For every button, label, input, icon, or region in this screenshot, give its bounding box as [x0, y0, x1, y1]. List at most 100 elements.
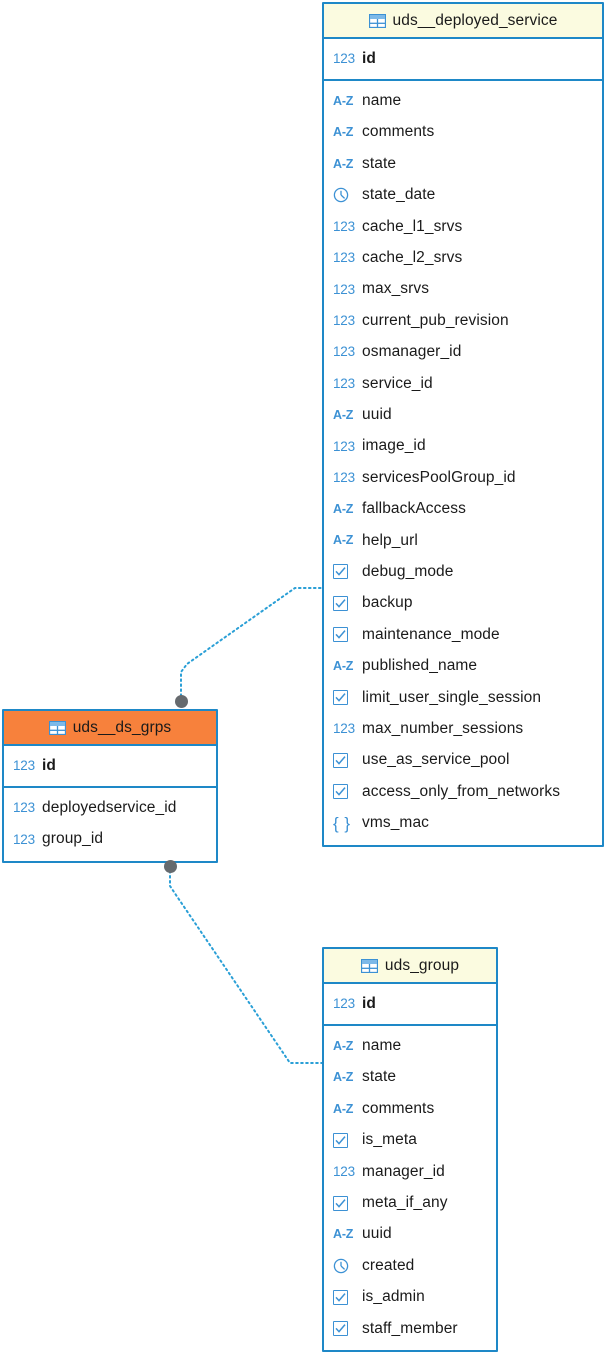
numeric-type-icon: 123: [333, 218, 355, 234]
numeric-type-icon: 123: [333, 375, 355, 391]
checkbox-icon: [333, 1131, 354, 1150]
field-row-max-srvs[interactable]: 123 max_srvs: [324, 274, 602, 305]
numeric-type-icon: 123: [13, 800, 35, 816]
field-row-staff-member[interactable]: staff_member: [324, 1313, 496, 1344]
table-grid-icon: [48, 720, 66, 735]
numeric-type-icon: 123: [333, 344, 355, 360]
entity-uds-ds-grps[interactable]: uds__ds_grps 123 id 123 deployedservice_…: [2, 709, 218, 864]
numeric-type-icon: 123: [333, 1163, 355, 1179]
relationship-anchor-top[interactable]: [175, 695, 188, 708]
field-name: is_admin: [362, 1288, 425, 1306]
entity-header[interactable]: uds__ds_grps: [4, 711, 216, 746]
relationship-line-group: [169, 865, 323, 1064]
numeric-type-icon: 123: [333, 470, 355, 486]
checkbox-icon: [333, 751, 354, 770]
numeric-type-icon: 123: [333, 250, 355, 266]
field-name: vms_mac: [362, 814, 430, 832]
field-name: group_id: [42, 830, 104, 848]
field-row-comments[interactable]: A-Z comments: [324, 1093, 496, 1124]
field-row-name[interactable]: A-Z name: [324, 85, 602, 116]
field-name: debug_mode: [362, 562, 454, 580]
entity-uds-group[interactable]: uds_group 123 id A-Z name A-Z state A-Z …: [322, 947, 498, 1352]
field-name: cache_l1_srvs: [362, 217, 463, 235]
clock-icon: [333, 1256, 354, 1275]
field-row-cache-l2-srvs[interactable]: 123 cache_l2_srvs: [324, 242, 602, 273]
checkbox-icon: [333, 594, 354, 613]
field-row-backup[interactable]: backup: [324, 588, 602, 619]
table-grid-icon: [368, 13, 386, 28]
json-type-icon: { }: [333, 813, 351, 833]
field-row-image-id[interactable]: 123 image_id: [324, 431, 602, 462]
field-row-state[interactable]: A-Z state: [324, 148, 602, 179]
field-name: uuid: [362, 405, 392, 423]
checkbox-icon: [333, 1194, 354, 1213]
field-row-meta-if-any[interactable]: meta_if_any: [324, 1187, 496, 1218]
checkbox-icon: [333, 1288, 354, 1307]
field-row-is-admin[interactable]: is_admin: [324, 1282, 496, 1313]
field-row-max-number-sessions[interactable]: 123 max_number_sessions: [324, 713, 602, 744]
string-type-icon: A-Z: [333, 1070, 354, 1085]
checkbox-icon: [333, 688, 354, 707]
field-row-uuid[interactable]: A-Z uuid: [324, 1219, 496, 1250]
field-row-is-meta[interactable]: is_meta: [324, 1125, 496, 1156]
field-row-use-as-service-pool[interactable]: use_as_service_pool: [324, 745, 602, 776]
field-row-id[interactable]: 123 id: [324, 43, 602, 74]
field-row-state[interactable]: A-Z state: [324, 1062, 496, 1093]
field-name: max_srvs: [362, 280, 430, 298]
field-name: published_name: [362, 657, 478, 675]
field-row-current-pub-revision[interactable]: 123 current_pub_revision: [324, 305, 602, 336]
string-type-icon: A-Z: [333, 658, 354, 673]
field-row-published-name[interactable]: A-Z published_name: [324, 650, 602, 681]
relationship-anchor-bottom[interactable]: [164, 860, 177, 873]
field-row-cache-l1-srvs[interactable]: 123 cache_l1_srvs: [324, 211, 602, 242]
field-row-created[interactable]: created: [324, 1250, 496, 1281]
primary-key-block: 123 id: [324, 39, 602, 82]
field-row-id[interactable]: 123 id: [324, 988, 496, 1019]
checkbox-icon: [333, 1319, 354, 1338]
field-row-name[interactable]: A-Z name: [324, 1030, 496, 1061]
field-name: help_url: [362, 531, 418, 549]
field-row-access-only-from-networks[interactable]: access_only_from_networks: [324, 776, 602, 807]
field-row-servicespoolgroup-id[interactable]: 123 servicesPoolGroup_id: [324, 462, 602, 493]
entity-title: uds__deployed_service: [392, 11, 558, 29]
field-row-debug-mode[interactable]: debug_mode: [324, 556, 602, 587]
field-row-maintenance-mode[interactable]: maintenance_mode: [324, 619, 602, 650]
field-row-uuid[interactable]: A-Z uuid: [324, 399, 602, 430]
clock-icon: [333, 186, 354, 205]
field-list: 123 deployedservice_id 123 group_id: [4, 788, 216, 861]
field-row-help-url[interactable]: A-Z help_url: [324, 525, 602, 556]
entity-title: uds__ds_grps: [72, 718, 172, 736]
field-name: staff_member: [362, 1319, 458, 1337]
field-row-group-id[interactable]: 123 group_id: [4, 824, 216, 855]
string-type-icon: A-Z: [333, 93, 354, 108]
field-row-fallbackaccess[interactable]: A-Z fallbackAccess: [324, 493, 602, 524]
field-row-comments[interactable]: A-Z comments: [324, 117, 602, 148]
entity-header[interactable]: uds__deployed_service: [324, 4, 602, 39]
field-row-deployedservice-id[interactable]: 123 deployedservice_id: [4, 792, 216, 823]
field-row-manager-id[interactable]: 123 manager_id: [324, 1156, 496, 1187]
numeric-type-icon: 123: [13, 757, 35, 773]
field-row-service-id[interactable]: 123 service_id: [324, 368, 602, 399]
string-type-icon: A-Z: [333, 125, 354, 140]
entity-uds-deployed-service[interactable]: uds__deployed_service 123 id A-Z name A-…: [322, 2, 604, 847]
field-name: cache_l2_srvs: [362, 249, 463, 267]
field-name: comments: [362, 1099, 435, 1117]
string-type-icon: A-Z: [333, 1227, 354, 1242]
field-name: service_id: [362, 374, 433, 392]
field-name: image_id: [362, 437, 426, 455]
field-name: state_date: [362, 186, 436, 204]
field-row-limit-user-single-session[interactable]: limit_user_single_session: [324, 682, 602, 713]
field-name: use_as_service_pool: [362, 751, 510, 769]
field-row-osmanager-id[interactable]: 123 osmanager_id: [324, 337, 602, 368]
field-name: meta_if_any: [362, 1194, 448, 1212]
string-type-icon: A-Z: [333, 1101, 354, 1116]
primary-key-block: 123 id: [4, 746, 216, 789]
field-name: id: [42, 756, 56, 774]
field-row-id[interactable]: 123 id: [4, 750, 216, 781]
field-row-vms-mac[interactable]: { } vms_mac: [324, 807, 602, 838]
entity-header[interactable]: uds_group: [324, 949, 496, 984]
string-type-icon: A-Z: [333, 533, 354, 548]
field-row-state-date[interactable]: state_date: [324, 180, 602, 211]
numeric-type-icon: 123: [333, 438, 355, 454]
